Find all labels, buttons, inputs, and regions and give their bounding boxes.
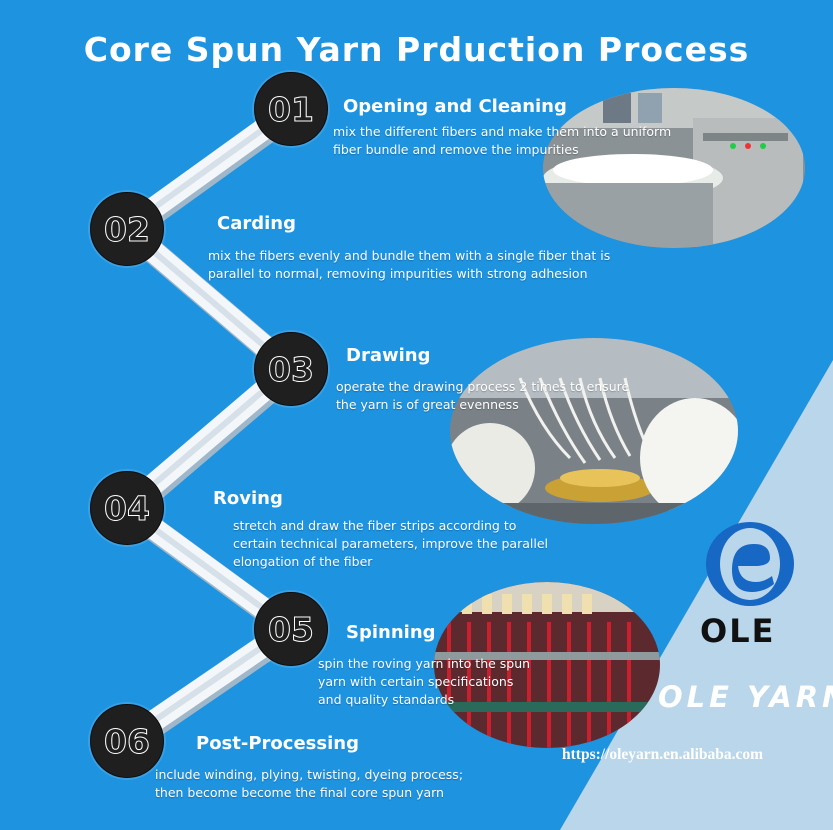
logo-wordmark: OLE [700,612,776,650]
step-badge-06: 06 [90,704,164,778]
step-description: mix the fibers evenly and bundle them wi… [208,248,611,281]
opening-machine-photo [543,88,805,248]
ole-logo-icon [706,522,794,606]
step-badge-02: 02 [90,192,164,266]
brand-name: OLE YARN [658,680,833,714]
step-heading: Drawing [346,345,431,366]
step-heading: Post-Processing [196,733,359,754]
step-badge-01: 01 [254,72,328,146]
step-description: include winding, plying, twisting, dyein… [155,767,464,800]
store-url: https://oleyarn.en.alibaba.com [562,746,764,763]
step-badge-05: 05 [254,592,328,666]
step-badge-04: 04 [90,471,164,545]
page-title: Core Spun Yarn Prduction Process [83,30,750,70]
step-heading: Carding [217,213,296,234]
step-description: operate the drawing process 2 times to e… [336,379,630,412]
step-description: mix the different fibers and make them i… [333,124,672,157]
drawing-frame-photo [450,338,738,524]
step-description: stretch and draw the fiber strips accord… [233,518,548,569]
step-heading: Opening and Cleaning [343,96,567,117]
step-heading: Spinning [346,622,436,643]
step-heading: Roving [213,488,283,509]
step-badge-03: 03 [254,332,328,406]
